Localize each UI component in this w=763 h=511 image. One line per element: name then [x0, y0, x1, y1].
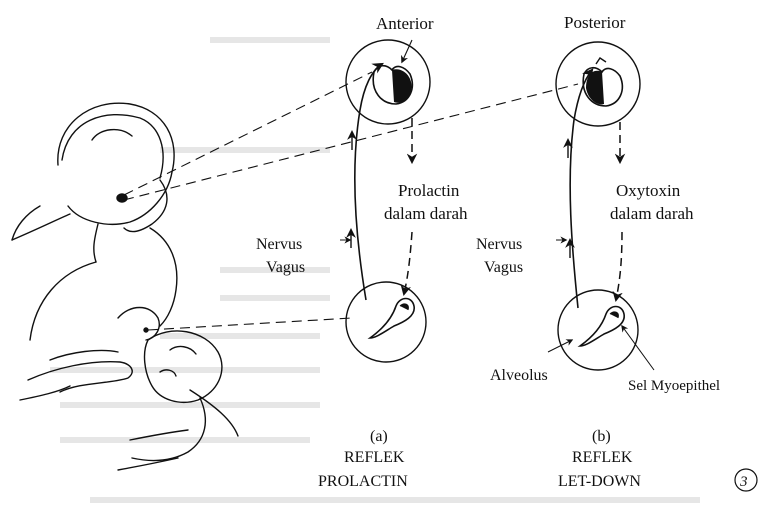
- nerve-a-path: [355, 64, 382, 300]
- hormone-b-line1: Oxytoxin: [616, 181, 681, 200]
- mother-hand: [28, 362, 132, 392]
- alveolus-b-shape: [580, 307, 624, 347]
- panel-a: Anterior Prolactin dalam darah Nervus Va…: [256, 14, 468, 490]
- baby-head: [145, 331, 222, 402]
- mother-face: [124, 180, 167, 231]
- caption-b-line2: LET-DOWN: [558, 473, 641, 490]
- mother-baby-illustration: [12, 103, 238, 470]
- nerve-a-line2: Vagus: [266, 259, 305, 276]
- nipple-mark: [144, 328, 148, 332]
- caption-b-letter: (b): [592, 428, 611, 445]
- posterior-label: Posterior: [564, 13, 626, 32]
- caption-a-line2: PROLACTIN: [318, 473, 408, 490]
- nerve-b-line1: Nervus: [476, 236, 522, 253]
- anterior-label: Anterior: [376, 14, 434, 33]
- mother-breast: [118, 308, 159, 341]
- hypothalamus-mark: [117, 194, 127, 202]
- hormone-b-line2: dalam darah: [610, 204, 694, 223]
- connector-head-to-anterior: [124, 72, 372, 195]
- mother-hair: [62, 115, 163, 178]
- nerve-b-line2: Vagus: [484, 259, 523, 276]
- mother-body: [150, 228, 177, 326]
- pituitary-a-circle: [346, 40, 430, 124]
- myoepithel-label: Sel Myoepithel: [628, 378, 720, 394]
- nerve-a-line1: Nervus: [256, 236, 302, 253]
- page-mark: 3: [735, 469, 757, 491]
- alveolus-a-circle: [346, 282, 426, 362]
- alveolus-label: Alveolus: [490, 367, 548, 384]
- dashed-connectors: [124, 72, 578, 330]
- hormone-b-dashed-bottom: [616, 232, 622, 300]
- page-mark-number: 3: [739, 474, 748, 490]
- hormone-a-line2: dalam darah: [384, 204, 468, 223]
- connector-breast-to-alveolus-a: [148, 318, 352, 330]
- nerve-b-path: [570, 70, 592, 308]
- panel-b: Posterior Oxytoxin dalam darah Nervus Va…: [476, 13, 720, 490]
- mother-arm-left: [12, 214, 70, 240]
- alveolus-a-shape: [370, 299, 414, 339]
- caption-a-line1: REFLEK: [344, 449, 405, 466]
- caption-a-letter: (a): [370, 428, 388, 445]
- mother-head-outline: [58, 103, 174, 224]
- hormone-a-dashed-bottom: [404, 232, 412, 294]
- mother-shoulder-left: [30, 262, 96, 340]
- hormone-a-line1: Prolactin: [398, 181, 460, 200]
- caption-b-line1: REFLEK: [572, 449, 633, 466]
- mother-neck: [94, 224, 98, 262]
